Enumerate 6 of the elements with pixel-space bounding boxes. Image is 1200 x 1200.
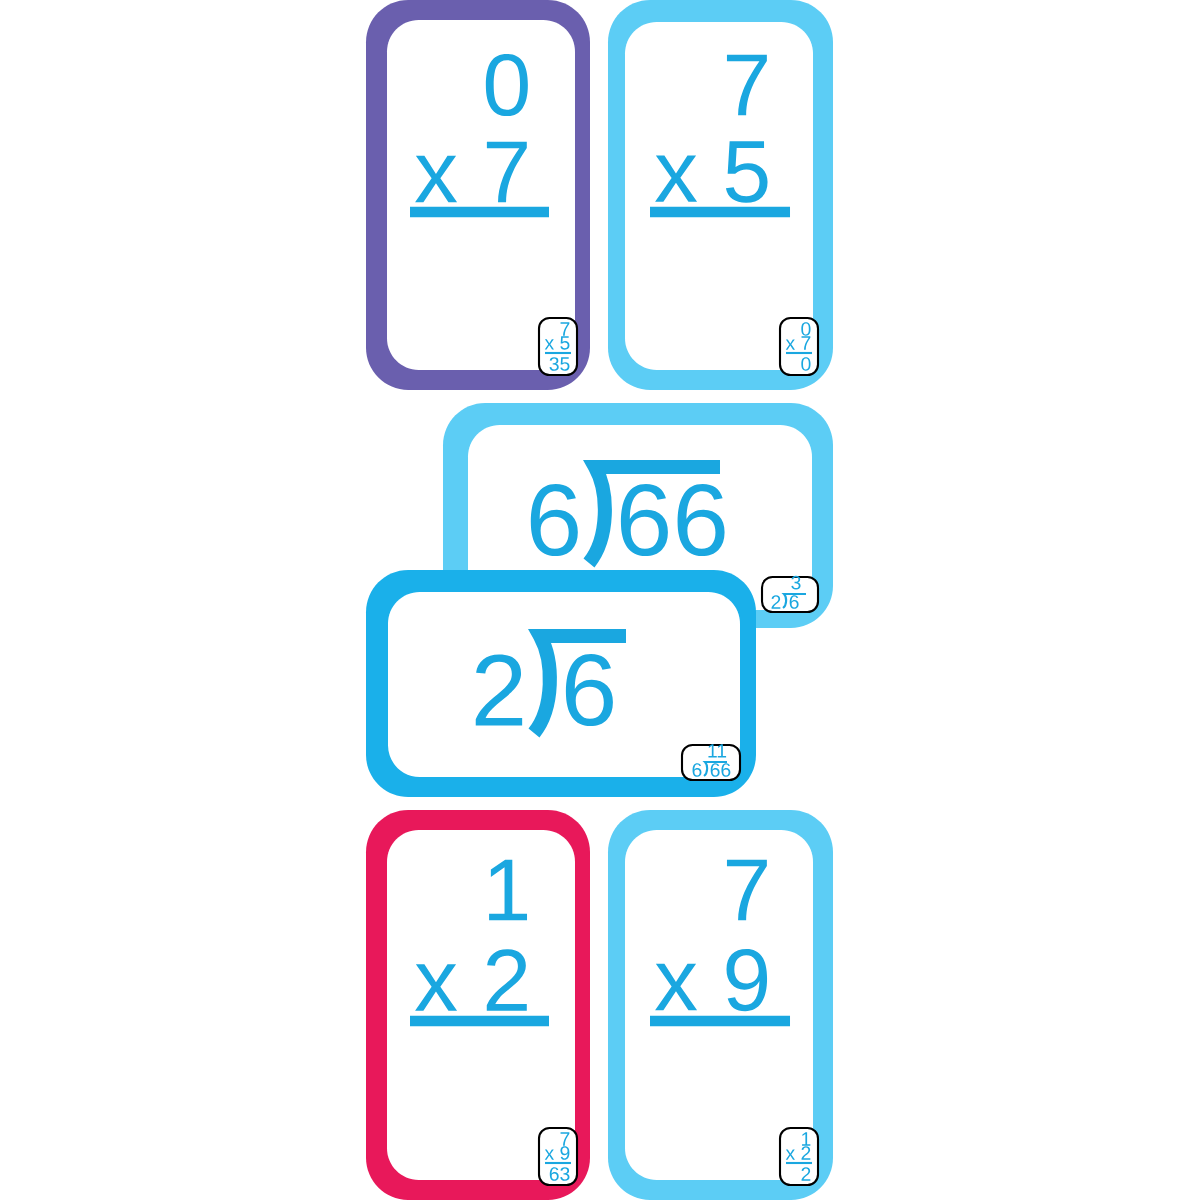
answer-box: 0 x 7 0 [778, 316, 820, 377]
answer-box: 7 x 5 35 [537, 316, 579, 377]
answer-box: 11 6 66 [680, 743, 742, 782]
answer-box: 3 2 6 [760, 575, 820, 614]
answer-box: 1 x 2 2 [778, 1126, 820, 1187]
answer-box: 7 x 9 63 [537, 1126, 579, 1187]
